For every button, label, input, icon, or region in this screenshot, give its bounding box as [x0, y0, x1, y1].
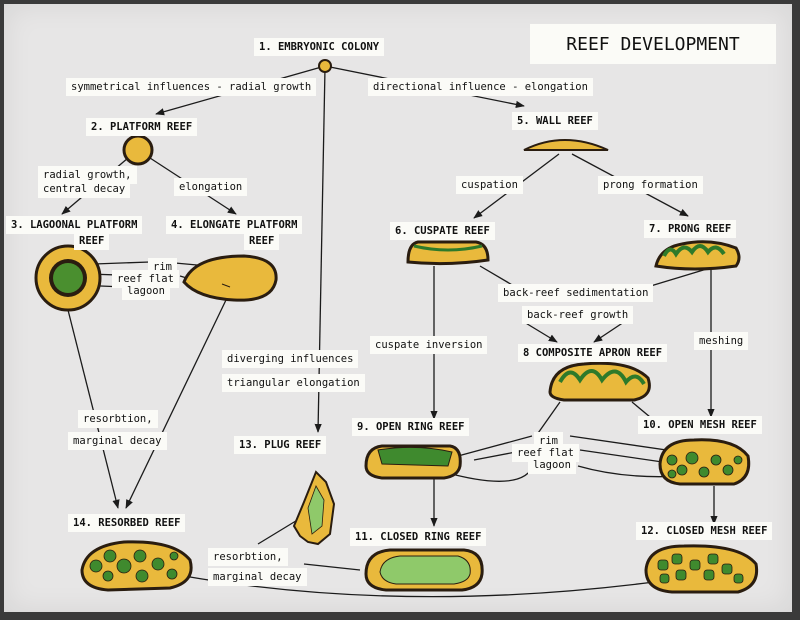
edge-elongation: elongation: [174, 178, 248, 196]
edge-triangular-elongation: triangular elongation: [222, 374, 365, 392]
edge-radial-growth: radial growth,: [38, 166, 137, 184]
cuspate-reef-shape: [406, 240, 490, 266]
node-cuspate-reef: 6. CUSPATE REEF: [390, 222, 495, 240]
edge-marginal-decay-left: marginal decay: [68, 432, 167, 450]
edge-prong-formation: prong formation: [598, 176, 703, 194]
node-lagoonal-platform: 3. LAGOONAL PLATFORM: [6, 216, 143, 234]
node-elongate-platform: 4. ELONGATE PLATFORM: [166, 216, 303, 234]
edge-symmetrical-influences: symmetrical influences - radial growth: [66, 78, 317, 96]
node-platform-reef: 2. PLATFORM REEF: [86, 118, 198, 136]
node-plug-reef: 13. PLUG REEF: [234, 436, 327, 454]
node-embryonic-colony: 1. EMBRYONIC COLONY: [254, 38, 385, 56]
arrow-elongate-to-resorbed: [125, 299, 227, 509]
platform-reef-shape: [122, 134, 154, 166]
open-ring-reef-shape: [364, 444, 462, 480]
node-open-mesh-reef: 10. OPEN MESH REEF: [638, 416, 762, 434]
edge-directional-influence: directional influence - elongation: [368, 78, 593, 96]
edge-meshing: meshing: [694, 332, 749, 350]
node-elongate-platform-reef: REEF: [244, 232, 280, 250]
resorbed-reef-shape: [80, 540, 193, 592]
lagoonal-platform-shape: [34, 244, 102, 312]
node-wall-reef: 5. WALL REEF: [512, 112, 598, 130]
node-closed-mesh-reef: 12. CLOSED MESH REEF: [636, 522, 773, 540]
elongate-platform-shape: [182, 254, 278, 302]
prong-reef-shape: [654, 240, 741, 271]
edge-resorbtion-left: resorbtion,: [78, 410, 158, 428]
edge-resorbtion-bottom: resorbtion,: [208, 548, 288, 566]
embryonic-colony-shape: [318, 59, 332, 73]
edge-cuspation: cuspation: [456, 176, 523, 194]
arrow-lagoonal-to-resorbed: [67, 309, 120, 509]
node-lagoonal-platform-reef: REEF: [74, 232, 110, 250]
edge-central-decay: central decay: [38, 180, 131, 198]
callout-lagoon-left: lagoon: [122, 282, 170, 300]
node-closed-ring-reef: 11. CLOSED RING REEF: [350, 528, 487, 546]
edge-back-reef-growth: back-reef growth: [522, 306, 634, 324]
node-open-ring-reef: 9. OPEN RING REEF: [352, 418, 470, 436]
arrow-backreef-left: [523, 321, 558, 343]
node-prong-reef: 7. PRONG REEF: [644, 220, 737, 238]
closed-ring-reef-shape: [364, 548, 484, 592]
node-composite-apron-reef: 8 COMPOSITE APRON REEF: [518, 344, 668, 362]
diagram-canvas: [34, 59, 759, 598]
wall-reef-shape: [523, 139, 609, 151]
page-title: REEF DEVELOPMENT: [530, 24, 776, 64]
closed-mesh-reef-shape: [644, 544, 759, 594]
node-resorbed-reef: 14. RESORBED REEF: [68, 514, 186, 532]
arrow-backreef-right: [593, 321, 625, 343]
edge-diverging-influences: diverging influences: [222, 350, 359, 368]
plug-reef-shape: [292, 470, 336, 546]
edge-back-reef-sedimentation: back-reef sedimentation: [498, 284, 654, 302]
edge-cuspate-inversion: cuspate inversion: [370, 336, 488, 354]
poster: REEF DEVELOPMENT 1. EMBRYONIC COLONY 2. …: [4, 4, 792, 612]
arrow-colony-to-plug: [314, 67, 326, 433]
callout-lagoon-mid: lagoon: [528, 456, 576, 474]
composite-apron-reef-shape: [548, 361, 651, 402]
open-mesh-reef-shape: [658, 438, 751, 486]
edge-marginal-decay-bottom: marginal decay: [208, 568, 307, 586]
